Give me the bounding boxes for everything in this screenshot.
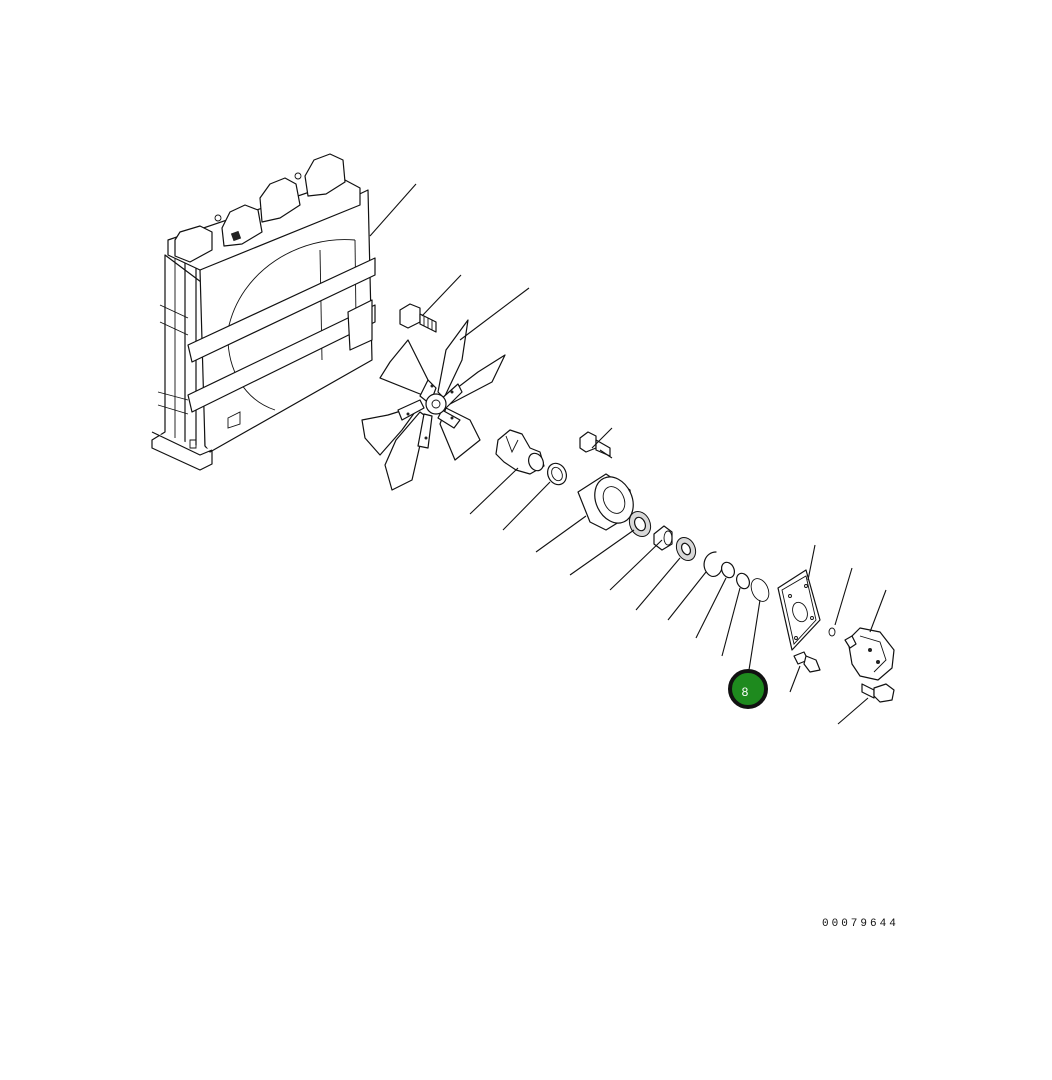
fan-hub [496, 430, 546, 474]
small-o-ring [829, 628, 835, 636]
pulley-housing [578, 471, 640, 530]
callout-8-circle[interactable] [730, 671, 766, 707]
pulley-bolt [580, 432, 610, 456]
callout-8[interactable]: 8 [730, 671, 766, 707]
radiator-assembly [152, 154, 375, 470]
seal-ring [719, 560, 737, 580]
fan-bolt [400, 304, 436, 332]
hydraulic-motor [845, 628, 894, 680]
bushing [654, 526, 672, 550]
callout-8-label[interactable]: 8 [742, 685, 749, 699]
leader-lines [370, 184, 886, 724]
fan [362, 320, 505, 490]
mounting-plate [778, 570, 820, 650]
bearing-2 [673, 534, 699, 563]
retaining-ring [734, 571, 752, 591]
snap-ring [704, 552, 722, 576]
motor-bolt [862, 684, 894, 702]
plate-bolt [794, 652, 820, 672]
o-ring [748, 576, 773, 605]
drawing-number: 00079644 [822, 918, 899, 930]
bearing [625, 508, 654, 540]
